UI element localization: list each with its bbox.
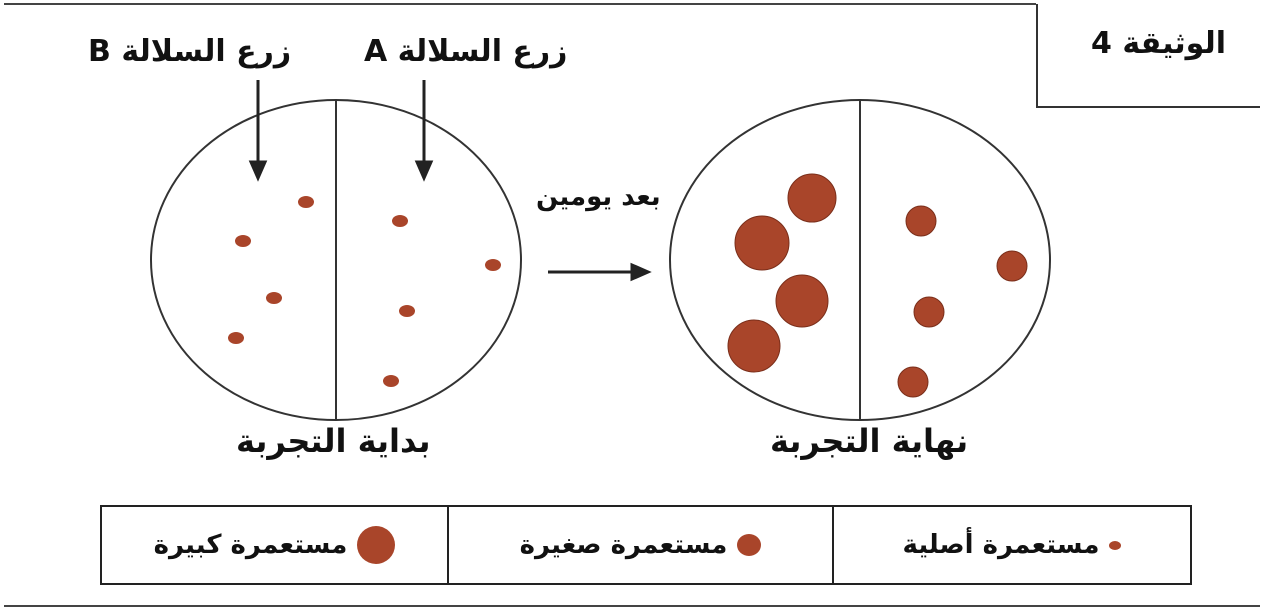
legend: مستعمرة كبيرة مستعمرة صغيرة مستعمرة أصلي…	[100, 505, 1192, 585]
colony-small	[905, 205, 937, 237]
document-label: الوثيقة 4	[1091, 26, 1226, 61]
label-experiment-start: بداية التجربة	[236, 422, 431, 460]
colony-original	[485, 259, 501, 271]
colony-original	[235, 235, 251, 247]
colony-original	[383, 375, 399, 387]
label-after-two-days: بعد يومين	[536, 182, 661, 212]
label-strain-b: زرع السلالة B	[88, 34, 292, 69]
arrow-strain-a	[414, 80, 434, 182]
legend-original: مستعمرة أصلية	[832, 507, 1190, 583]
colony-small	[897, 366, 929, 398]
label-strain-a: زرع السلالة A	[364, 34, 568, 69]
colony-large	[787, 173, 837, 223]
colonies-start	[228, 196, 501, 387]
colony-original	[298, 196, 314, 208]
arrow-strain-b	[248, 80, 268, 182]
colony-large	[775, 274, 829, 328]
colony-small	[996, 250, 1028, 282]
colonies-end-small	[897, 205, 1028, 398]
document-label-box	[1036, 4, 1260, 108]
colony-large	[734, 215, 790, 271]
legend-small-label: مستعمرة صغيرة	[519, 530, 728, 560]
colonies-end-large	[727, 173, 837, 373]
colony-large	[727, 319, 781, 373]
arrow-after-two-days	[548, 262, 652, 282]
label-experiment-end: نهاية التجربة	[770, 422, 969, 460]
colony-original	[266, 292, 282, 304]
colony-original	[392, 215, 408, 227]
legend-large-label: مستعمرة كبيرة	[153, 530, 348, 560]
colony-original	[228, 332, 244, 344]
legend-large-swatch	[357, 526, 396, 564]
colony-small	[913, 296, 945, 328]
legend-small: مستعمرة صغيرة	[447, 507, 832, 583]
legend-large: مستعمرة كبيرة	[102, 507, 447, 583]
legend-original-label: مستعمرة أصلية	[902, 530, 1100, 560]
legend-small-swatch	[737, 534, 762, 556]
colony-original	[399, 305, 415, 317]
legend-original-swatch	[1109, 540, 1122, 550]
